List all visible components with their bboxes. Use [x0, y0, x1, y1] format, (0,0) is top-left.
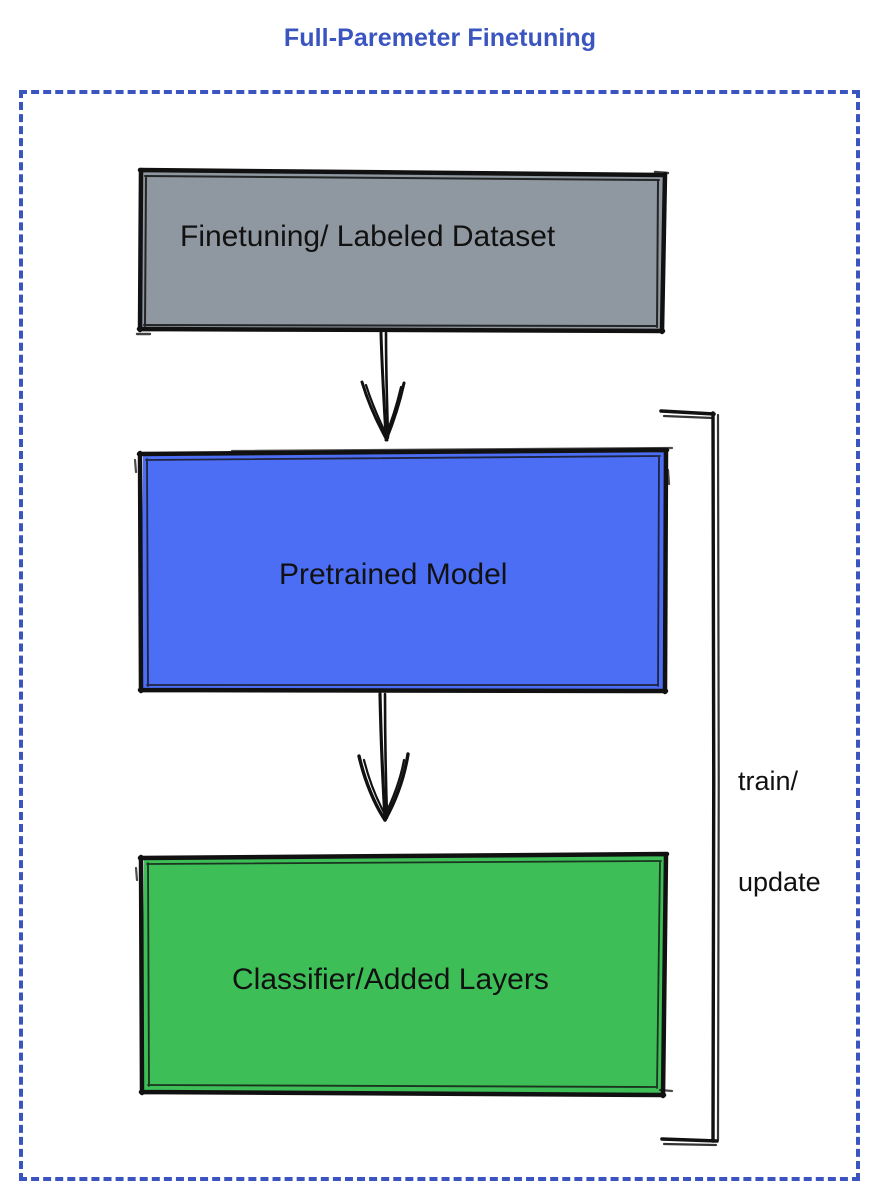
- pretrained-box-outline: [136, 447, 670, 695]
- node-dataset[interactable]: [135, 167, 670, 336]
- classifier-box-fill: [142, 856, 665, 1094]
- classifier-box-outline: [137, 851, 670, 1099]
- pretrained-box-overshoot: [133, 446, 674, 486]
- dataset-box-overshoot: [135, 170, 670, 336]
- dataset-box-outline: [136, 167, 668, 335]
- classifier-box-outline-sketch: [146, 860, 662, 1089]
- dataset-box-outline-sketch: [143, 175, 660, 328]
- node-label-classifier: Classifier/Added Layers: [232, 963, 549, 996]
- classifier-box-overshoot: [134, 866, 674, 1093]
- edge-training-loop-bracket: [659, 409, 720, 1147]
- pretrained-box-fill: [141, 452, 665, 691]
- edge-label-line-2: update: [738, 866, 821, 897]
- arrow-pretrained-to-classifier: [357, 692, 410, 822]
- node-pretrained-model[interactable]: [133, 446, 674, 695]
- node-label-dataset: Finetuning/ Labeled Dataset: [180, 220, 556, 253]
- node-classifier[interactable]: [134, 851, 674, 1099]
- edge-label-train-update: train/ update: [738, 697, 821, 967]
- edge-label-line-1: train/: [738, 765, 799, 796]
- node-label-pretrained-model: Pretrained Model: [279, 558, 508, 591]
- pretrained-box-outline-sketch: [145, 455, 661, 687]
- dataset-box-fill: [139, 171, 663, 331]
- arrow-dataset-to-pretrained: [360, 331, 406, 442]
- page-title: Full-Paremeter Finetuning: [283, 24, 597, 52]
